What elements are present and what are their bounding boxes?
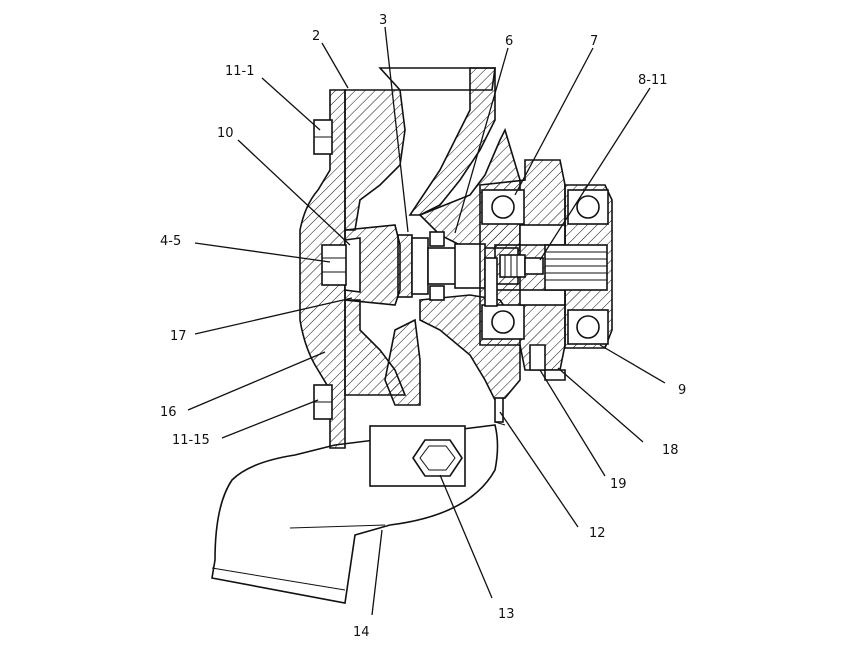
- leader-19: [539, 369, 606, 477]
- impeller-nose: [344, 237, 361, 293]
- callout-11-15: 11-15: [172, 433, 210, 448]
- leader-16: [187, 351, 326, 411]
- leader-14: [371, 529, 383, 616]
- drain-plug-hex-inner: [419, 445, 456, 471]
- retaining-screw: [499, 254, 544, 278]
- leader-9: [599, 344, 666, 384]
- bearing-upper: [481, 189, 525, 225]
- leader-7: [514, 47, 594, 196]
- leader-11-1: [261, 77, 321, 131]
- pump-assembly: [211, 67, 613, 604]
- callout-4-5: 4-5: [160, 234, 181, 249]
- gear-bearing-upper: [567, 189, 609, 225]
- callout-10: 10: [217, 126, 234, 141]
- leader-6: [454, 47, 509, 234]
- callout-3: 3: [379, 13, 387, 28]
- wear-ring-lower: [429, 285, 445, 301]
- housing-lower-vane: [384, 318, 421, 406]
- leader-3: [384, 26, 409, 233]
- housing-upper: [344, 89, 406, 231]
- seal: [397, 234, 413, 298]
- bolt-lower: [313, 384, 333, 420]
- thrust-washer: [484, 257, 498, 307]
- leader-10: [237, 139, 351, 246]
- callout-16: 16: [160, 405, 177, 420]
- gasket: [494, 397, 504, 423]
- bearing-lower: [481, 304, 525, 340]
- impeller-nut: [321, 244, 347, 286]
- gear-teeth: [544, 244, 608, 291]
- outlet-elbow-inner: [289, 524, 386, 529]
- leader-12: [499, 411, 579, 528]
- leader-13: [439, 474, 493, 599]
- leader-4-5: [194, 242, 331, 263]
- callout-2: 2: [312, 29, 320, 44]
- housing-upper-right: [408, 67, 496, 216]
- callout-8-11: 8-11: [638, 73, 668, 88]
- callout-13: 13: [498, 607, 515, 622]
- callout-12: 12: [589, 526, 606, 541]
- bolt-upper: [313, 119, 333, 155]
- gear-bearing-lower: [567, 309, 609, 345]
- leader-lines: [187, 26, 666, 616]
- outlet-elbow-lip: [211, 567, 346, 591]
- callout-19: 19: [610, 477, 627, 492]
- callout-6: 6: [505, 34, 513, 49]
- drain-plug-hex: [412, 439, 463, 477]
- callout-17: 17: [170, 329, 187, 344]
- leader-2: [321, 42, 349, 89]
- callout-9: 9: [678, 383, 686, 398]
- mounting-bracket: [529, 344, 566, 381]
- callout-11-1: 11-1: [225, 64, 255, 79]
- leader-17: [194, 297, 353, 335]
- leader-8-11: [539, 87, 651, 261]
- callout-14: 14: [353, 625, 370, 640]
- callout-18: 18: [662, 443, 679, 458]
- wear-ring-upper: [429, 231, 445, 247]
- callout-labels: 2 3 6 7 8-11 11-1 10 4-5 17 16 11-15 9 1…: [160, 13, 686, 640]
- seal-ring: [411, 237, 429, 295]
- callout-7: 7: [590, 34, 598, 49]
- leader-18: [557, 367, 644, 443]
- leader-11-15: [221, 399, 319, 439]
